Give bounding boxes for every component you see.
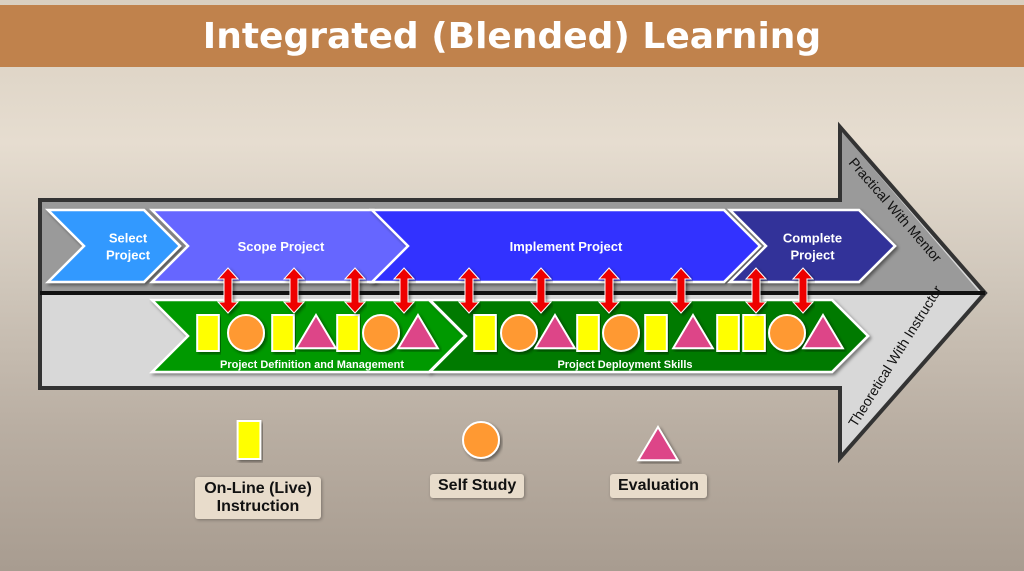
phase-label: Scope Project (238, 239, 325, 254)
evaluation-icon (636, 425, 680, 462)
connector-arrow-icon (457, 267, 481, 314)
connector-arrow-icon (669, 267, 693, 314)
connector-arrow-icon (282, 267, 306, 314)
evaluation-icon (396, 313, 440, 350)
self-study-icon (602, 314, 640, 352)
connector-arrow-icon (392, 267, 416, 314)
online-instruction-icon (576, 314, 600, 352)
connector-arrow-icon (791, 267, 815, 314)
skill-label: Project Definition and Management (220, 359, 404, 371)
connector-arrow-icon (744, 267, 768, 314)
connector-arrow-icon (597, 267, 621, 314)
phase-label: Complete (783, 231, 842, 246)
connector-arrow-icon (216, 267, 240, 314)
skill-label: Project Deployment Skills (557, 359, 692, 371)
online-instruction-icon (644, 314, 668, 352)
online-instruction-icon (236, 420, 262, 460)
phase-chevron (368, 208, 762, 284)
legend-evaluation-label: Evaluation (610, 474, 707, 498)
online-instruction-icon (196, 314, 220, 352)
legend-selfstudy-label: Self Study (430, 474, 525, 498)
evaluation-icon (294, 313, 338, 350)
connector-arrow-icon (529, 267, 553, 314)
self-study-icon (768, 314, 806, 352)
self-study-icon (227, 314, 265, 352)
phase-label: Project (106, 248, 151, 263)
online-instruction-icon (742, 314, 766, 352)
online-instruction-icon (716, 314, 740, 352)
evaluation-icon (533, 313, 577, 350)
slide-title: Integrated (Blended) Learning (202, 15, 822, 57)
self-study-icon (362, 314, 400, 352)
evaluation-icon (801, 313, 845, 350)
connector-arrow-icon (343, 267, 367, 314)
online-instruction-icon (473, 314, 497, 352)
phase-chevron (726, 208, 897, 284)
evaluation-icon (671, 313, 715, 350)
self-study-icon (500, 314, 538, 352)
phase-label: Select (109, 231, 148, 246)
legend-online-label: On-Line (Live) Instruction (195, 477, 321, 519)
phase-label: Project (790, 248, 835, 263)
online-instruction-icon (336, 314, 360, 352)
self-study-icon (462, 421, 500, 459)
online-instruction-icon (271, 314, 295, 352)
title-bar: Integrated (Blended) Learning (0, 5, 1024, 67)
phase-chevron (44, 208, 182, 284)
phase-label: Implement Project (510, 239, 623, 254)
